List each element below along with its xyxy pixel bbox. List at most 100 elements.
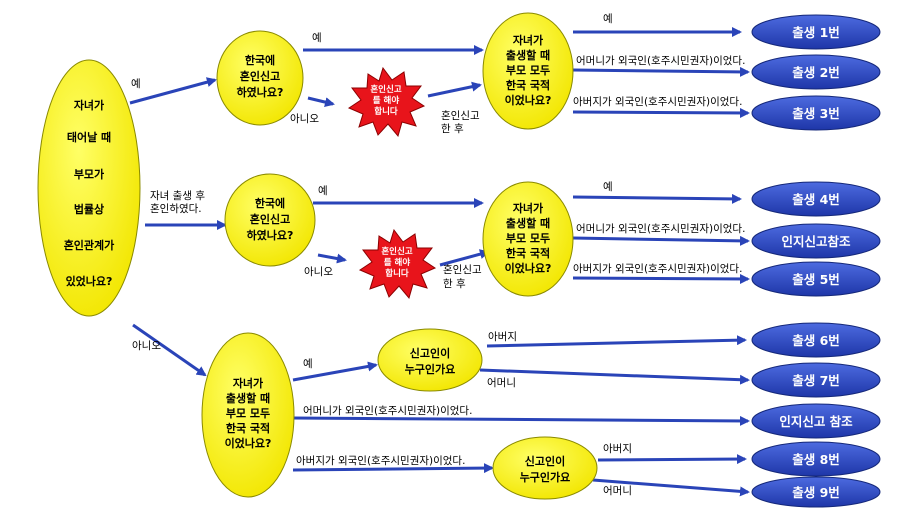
svg-text:출생 7번: 출생 7번: [792, 373, 840, 388]
arrow-rep2-mother: [592, 478, 750, 497]
svg-text:자녀가: 자녀가: [233, 376, 263, 390]
arrow-k3-yes: [292, 361, 378, 382]
label-k3-yes: 예: [303, 357, 313, 370]
outcome-acknowledgement-ref-1: 인지신고참조: [751, 223, 881, 259]
outcome-birth-9: 출생 9번: [751, 476, 881, 508]
svg-text:혼인신고: 혼인신고: [240, 69, 280, 83]
arrow-k2-father: [572, 273, 750, 284]
svg-text:출생 3번: 출생 3번: [792, 106, 840, 121]
svg-text:출생할 때: 출생할 때: [506, 48, 550, 62]
label-k2-mother: 어머니가 외국인(호주시민권자)이었다.: [576, 223, 745, 235]
svg-text:하였나요?: 하였나요?: [237, 85, 284, 99]
label-rep1-father: 아버지: [488, 331, 517, 343]
outcome-birth-4: 출생 4번: [751, 181, 881, 217]
question-registered-2: 한국에 혼인신고 하였나요?: [224, 173, 316, 267]
svg-text:출생 6번: 출생 6번: [792, 333, 840, 348]
warning-register-marriage-2: 혼인신고 를 해야 합니다: [358, 228, 437, 300]
arrow-rep1-mother: [479, 368, 750, 385]
label-rep2-mother: 어머니: [603, 485, 632, 497]
svg-text:한국 국적: 한국 국적: [226, 421, 270, 435]
label-k2-father: 아버지가 외국인(호주시민권자)이었다.: [573, 263, 742, 275]
svg-text:출생 2번: 출생 2번: [792, 65, 840, 80]
label-root-married-after-2: 혼인하였다.: [150, 202, 202, 215]
svg-text:이었나요?: 이었나요?: [225, 436, 272, 450]
connectors: [129, 27, 750, 497]
outcome-birth-6: 출생 6번: [751, 322, 881, 358]
label-rep2-father: 아버지: [603, 443, 632, 455]
question-registered-1: 한국에 혼인신고 하였나요?: [216, 30, 304, 126]
svg-text:를 해야: 를 해야: [384, 257, 411, 268]
svg-text:한국 국적: 한국 국적: [506, 78, 550, 92]
arrow-root-yes: [129, 77, 217, 105]
label-root-yes: 예: [131, 77, 141, 90]
svg-text:자녀가: 자녀가: [513, 201, 543, 215]
svg-text:부모 모두: 부모 모두: [506, 64, 550, 77]
svg-text:합니다: 합니다: [374, 106, 398, 117]
outcome-acknowledgement-ref-2: 인지신고 참조: [751, 403, 881, 439]
root-line-5: 혼인관계가: [64, 238, 115, 252]
arrow-k2-mother: [572, 235, 750, 246]
svg-text:출생 5번: 출생 5번: [792, 272, 840, 287]
root-line-4: 법률상: [74, 202, 104, 216]
svg-text:누구인가요: 누구인가요: [405, 362, 456, 376]
label-k2-yes: 예: [603, 180, 613, 193]
outcome-birth-1: 출생 1번: [751, 14, 881, 50]
edge-labels: 예 자녀 출생 후 혼인하였다. 아니오 예 아니오 혼인신고 한 후 예 어머…: [131, 12, 745, 497]
svg-text:합니다: 합니다: [385, 268, 409, 279]
label-reg1-no: 아니오: [290, 113, 319, 125]
outcome-birth-8: 출생 8번: [751, 441, 881, 477]
arrow-warn2-after: [439, 249, 490, 267]
question-korean-3: 자녀가 출생할 때 부모 모두 한국 국적 이었나요?: [201, 332, 295, 498]
label-warn1-after-1: 혼인신고: [441, 109, 480, 122]
label-reg1-yes: 예: [312, 31, 322, 44]
arrow-k3-mother: [292, 415, 750, 426]
label-reg2-no: 아니오: [304, 266, 333, 278]
svg-text:부모 모두: 부모 모두: [226, 407, 270, 420]
svg-text:혼인신고: 혼인신고: [381, 246, 412, 257]
outcome-birth-5: 출생 5번: [751, 261, 881, 297]
root-line-3: 부모가: [74, 167, 104, 181]
label-k3-mother: 어머니가 외국인(호주시민권자)이었다.: [303, 405, 472, 417]
warning-register-marriage-1: 혼인신고 를 해야 합니다: [347, 66, 426, 138]
arrow-k1-mother: [572, 66, 750, 77]
arrow-k3-father: [292, 463, 494, 474]
arrow-rep2-father: [597, 454, 747, 465]
question-reporter-1: 신고인이 누구인가요: [377, 328, 483, 392]
root-line-1: 자녀가: [74, 98, 104, 112]
svg-text:한국 국적: 한국 국적: [506, 246, 550, 260]
svg-text:하였나요?: 하였나요?: [247, 228, 294, 242]
svg-text:부모 모두: 부모 모두: [506, 232, 550, 245]
label-k1-mother: 어머니가 외국인(호주시민권자)이었다.: [576, 55, 745, 67]
svg-text:신고인이: 신고인이: [525, 454, 565, 468]
question-reporter-2: 신고인이 누구인가요: [492, 436, 598, 500]
svg-text:를 해야: 를 해야: [373, 95, 400, 106]
outcome-birth-3: 출생 3번: [751, 95, 881, 131]
question-korean-2: 자녀가 출생할 때 부모 모두 한국 국적 이었나요?: [482, 181, 574, 297]
svg-text:신고인이: 신고인이: [410, 346, 450, 360]
label-warn1-after-2: 한 후: [441, 123, 464, 135]
svg-text:출생할 때: 출생할 때: [506, 216, 550, 230]
label-k3-father: 아버지가 외국인(호주시민권자)이었다.: [296, 455, 465, 467]
arrow-reg1-no: [307, 96, 335, 107]
root-line-6: 있었나요?: [66, 274, 113, 288]
label-root-married-after-1: 자녀 출생 후: [150, 190, 205, 202]
svg-text:한국에: 한국에: [245, 53, 275, 67]
svg-text:출생 9번: 출생 9번: [792, 485, 840, 500]
svg-text:이었나요?: 이었나요?: [505, 261, 552, 275]
svg-text:누구인가요: 누구인가요: [520, 470, 571, 484]
label-root-no: 아니오: [132, 340, 161, 352]
svg-text:인지신고 참조: 인지신고 참조: [779, 414, 853, 429]
root-line-2: 태어날 때: [67, 130, 111, 144]
label-warn2-after-1: 혼인신고: [443, 263, 482, 276]
svg-text:한국에: 한국에: [255, 196, 285, 210]
svg-text:인지신고참조: 인지신고참조: [781, 234, 851, 249]
root-question: 자녀가 태어날 때 부모가 법률상 혼인관계가 있었나요?: [37, 59, 141, 317]
label-k1-yes: 예: [603, 12, 613, 25]
arrow-rep1-father: [486, 335, 747, 348]
svg-text:출생 4번: 출생 4번: [792, 192, 840, 207]
arrow-root-no: [132, 323, 207, 377]
label-rep1-mother: 어머니: [487, 377, 516, 389]
arrow-warn1-after: [427, 81, 482, 98]
svg-text:이었나요?: 이었나요?: [505, 93, 552, 107]
label-k1-father: 아버지가 외국인(호주시민권자)이었다.: [573, 96, 742, 108]
